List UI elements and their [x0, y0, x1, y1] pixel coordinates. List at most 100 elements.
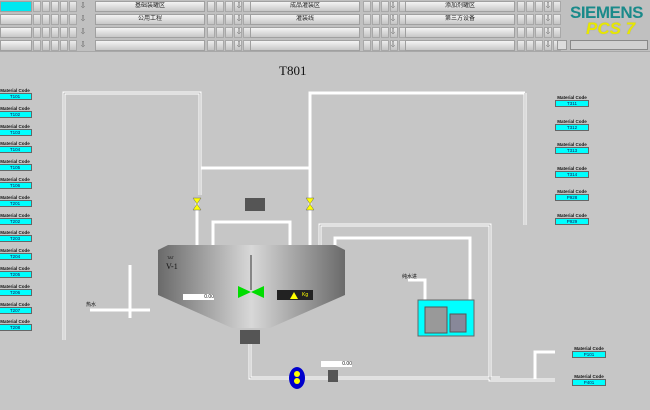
nav-slot[interactable]	[526, 40, 534, 51]
nav-slot[interactable]	[33, 27, 41, 38]
nav-slot[interactable]	[234, 40, 242, 51]
nav-slot[interactable]	[517, 14, 525, 25]
material-code-value[interactable]: T104	[0, 146, 32, 154]
nav-slot[interactable]	[51, 27, 59, 38]
nav-arrow-icon[interactable]: ⇩	[79, 40, 87, 49]
nav-arrow-icon[interactable]: ⇩	[544, 27, 552, 36]
nav-button[interactable]: 公用工程	[95, 14, 205, 25]
nav-arrow-icon[interactable]: ⇩	[544, 40, 552, 49]
nav-slot[interactable]	[225, 1, 233, 12]
nav-slot[interactable]	[544, 14, 552, 25]
nav-slot[interactable]	[535, 40, 543, 51]
nav-slot[interactable]	[207, 1, 215, 12]
nav-slot[interactable]	[544, 1, 552, 12]
material-code-value[interactable]: T205	[0, 271, 32, 278]
nav-arrow-icon[interactable]: ⇩	[389, 27, 397, 36]
nav-slot[interactable]	[42, 1, 50, 12]
nav-slot[interactable]	[42, 14, 50, 25]
material-code-value[interactable]: T207	[0, 306, 32, 314]
nav-slot[interactable]	[234, 1, 242, 12]
nav-slot[interactable]	[225, 40, 233, 51]
nav-arrow-icon[interactable]: ⇩	[389, 40, 397, 49]
nav-slot[interactable]	[372, 27, 380, 38]
nav-slot[interactable]	[381, 27, 389, 38]
nav-slot[interactable]	[69, 14, 77, 25]
nav-button[interactable]: 第三方设备	[405, 14, 515, 25]
nav-slot[interactable]	[517, 1, 525, 12]
nav-slot[interactable]	[33, 1, 41, 12]
nav-slot[interactable]	[60, 40, 68, 51]
nav-slot[interactable]	[372, 40, 380, 51]
nav-button[interactable]: 添加剂罐区	[405, 1, 515, 12]
monitor-icon[interactable]	[557, 40, 567, 50]
nav-arrow-icon[interactable]: ⇩	[235, 27, 243, 36]
nav-slot[interactable]	[363, 14, 371, 25]
nav-slot[interactable]	[234, 27, 242, 38]
nav-slot[interactable]	[42, 27, 50, 38]
material-code-value[interactable]: T208	[0, 324, 32, 332]
nav-slot[interactable]	[544, 27, 552, 38]
nav-arrow-icon[interactable]: ⇩	[544, 1, 552, 10]
material-code-value[interactable]: T313	[555, 147, 589, 154]
nav-button[interactable]	[405, 27, 515, 38]
nav-arrow-icon[interactable]: ⇩	[235, 40, 243, 49]
material-code-value[interactable]: P101	[572, 351, 606, 358]
nav-button[interactable]	[0, 40, 32, 51]
material-code-value[interactable]: T314	[555, 170, 589, 178]
material-code-value[interactable]: T203	[0, 235, 32, 243]
nav-arrow-icon[interactable]: ⇩	[389, 1, 397, 10]
nav-slot[interactable]	[42, 40, 50, 51]
nav-slot[interactable]	[69, 40, 77, 51]
material-code-value[interactable]: P928	[555, 194, 589, 201]
nav-slot[interactable]	[51, 14, 59, 25]
nav-slot[interactable]	[526, 27, 534, 38]
nav-slot[interactable]	[51, 1, 59, 12]
material-code-value[interactable]: T103	[0, 128, 32, 136]
nav-slot[interactable]	[544, 40, 552, 51]
nav-slot[interactable]	[225, 27, 233, 38]
nav-slot[interactable]	[535, 1, 543, 12]
nav-slot[interactable]	[363, 40, 371, 51]
material-code-value[interactable]: P929	[555, 217, 589, 225]
material-code-value[interactable]: T201	[0, 199, 32, 207]
nav-button[interactable]	[0, 27, 32, 38]
nav-arrow-icon[interactable]: ⇩	[79, 14, 87, 23]
nav-button[interactable]	[95, 40, 205, 51]
nav-button[interactable]	[0, 14, 32, 25]
nav-slot[interactable]	[51, 40, 59, 51]
nav-slot[interactable]	[553, 1, 561, 12]
material-code-value[interactable]: T206	[0, 288, 32, 296]
nav-slot[interactable]	[216, 1, 224, 12]
nav-arrow-icon[interactable]: ⇩	[235, 1, 243, 10]
nav-slot[interactable]	[390, 27, 398, 38]
nav-slot[interactable]	[234, 14, 242, 25]
nav-slot[interactable]	[372, 14, 380, 25]
nav-slot[interactable]	[517, 27, 525, 38]
nav-slot[interactable]	[390, 40, 398, 51]
nav-slot[interactable]	[225, 14, 233, 25]
nav-button[interactable]: 基础装罐区	[95, 1, 205, 12]
nav-slot[interactable]	[207, 40, 215, 51]
nav-button[interactable]	[0, 1, 32, 12]
nav-slot[interactable]	[33, 40, 41, 51]
material-code-value[interactable]: T311	[555, 100, 589, 107]
nav-slot[interactable]	[381, 40, 389, 51]
nav-slot[interactable]	[363, 27, 371, 38]
nav-slot[interactable]	[535, 14, 543, 25]
